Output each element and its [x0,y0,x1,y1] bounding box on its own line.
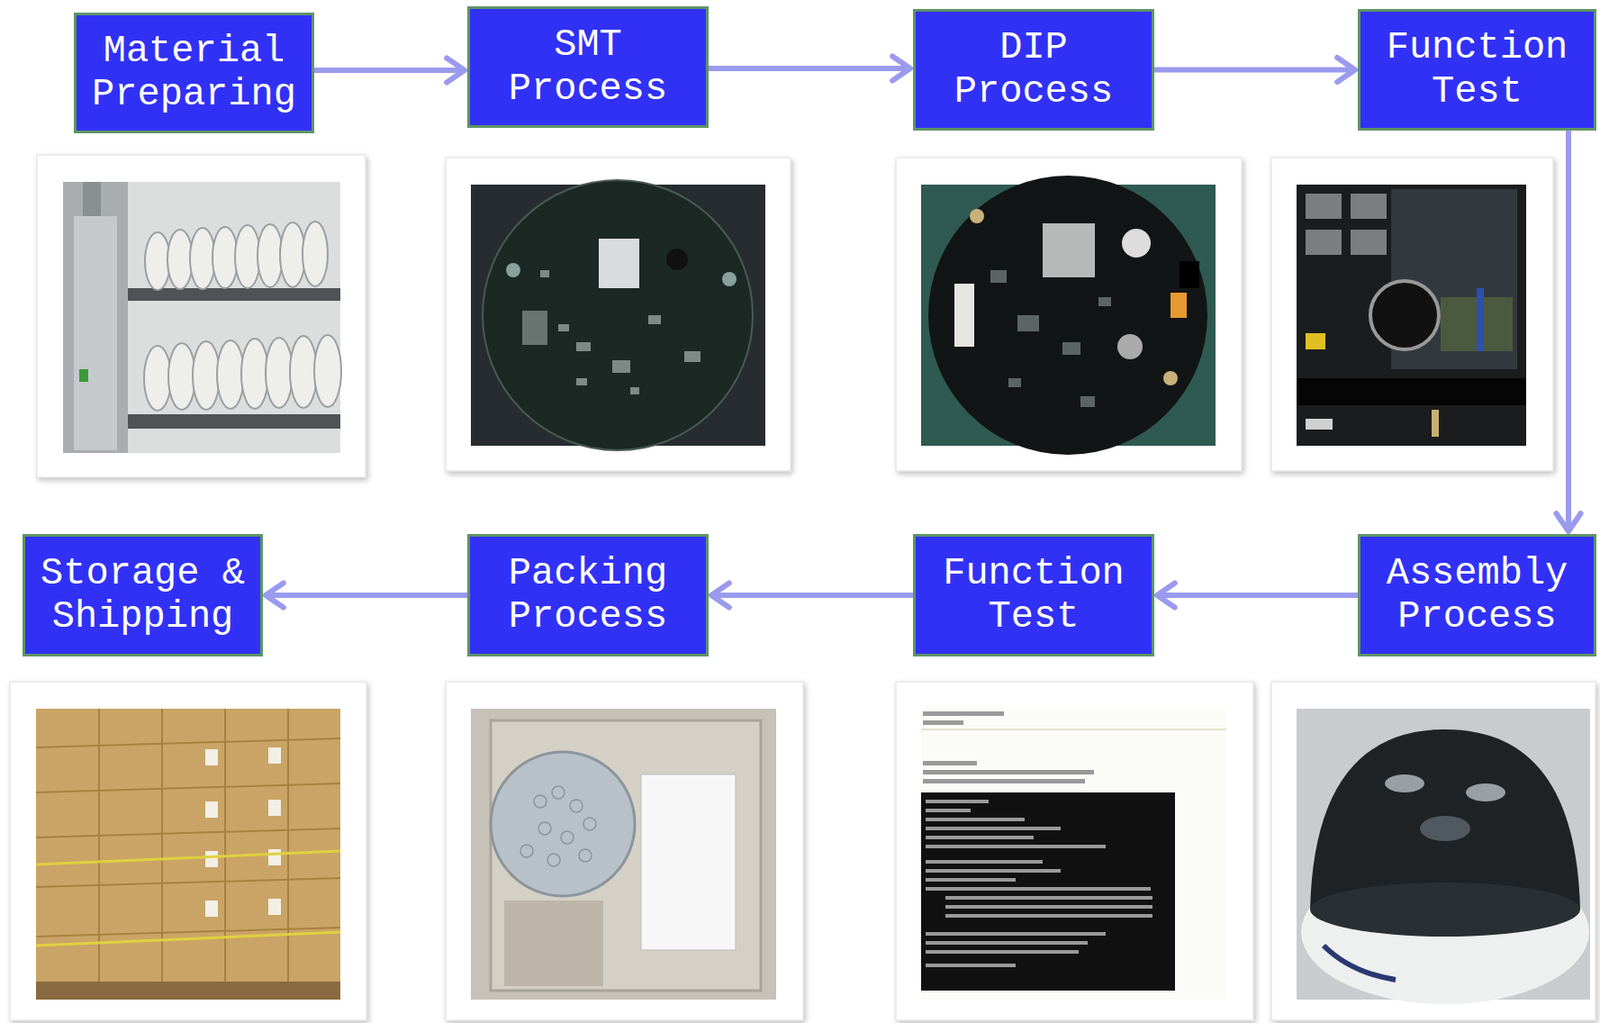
step-label: Material Preparing [85,29,303,118]
process-box: Function Test [912,533,1155,657]
process-box: SMT Process [467,6,709,128]
process-box: Packing Process [467,533,709,657]
step-label: SMT Process [479,23,697,111]
material-photo [36,154,366,478]
dip-board-photo [895,157,1242,471]
process-box: Assembly Process [1357,533,1597,657]
flow-arrow [708,55,911,81]
step-label: Storage & Shipping [34,551,252,640]
storage-photo [9,681,367,1021]
process-box: Storage & Shipping [22,533,263,657]
process-box: DIP Process [912,9,1155,131]
smt-board-photo [445,157,791,471]
flow-arrow [1157,582,1358,607]
process-box: Material Preparing [73,12,315,134]
step-label: Assembly Process [1369,551,1585,640]
flow-arrow [265,582,468,607]
process-box: Function Test [1357,9,1597,131]
flow-arrow [314,57,465,82]
camera-photo [1271,681,1596,1021]
packing-photo [445,681,804,1021]
step-label: Function Test [924,551,1143,640]
terminal-photo [895,681,1254,1021]
flow-arrow [1154,57,1356,82]
step-label: Packing Process [479,551,697,640]
test-fixture-photo [1271,157,1554,471]
step-label: DIP Process [924,26,1143,114]
step-label: Function Test [1369,26,1585,114]
flow-arrow [1555,130,1581,532]
flow-arrow [711,582,913,607]
